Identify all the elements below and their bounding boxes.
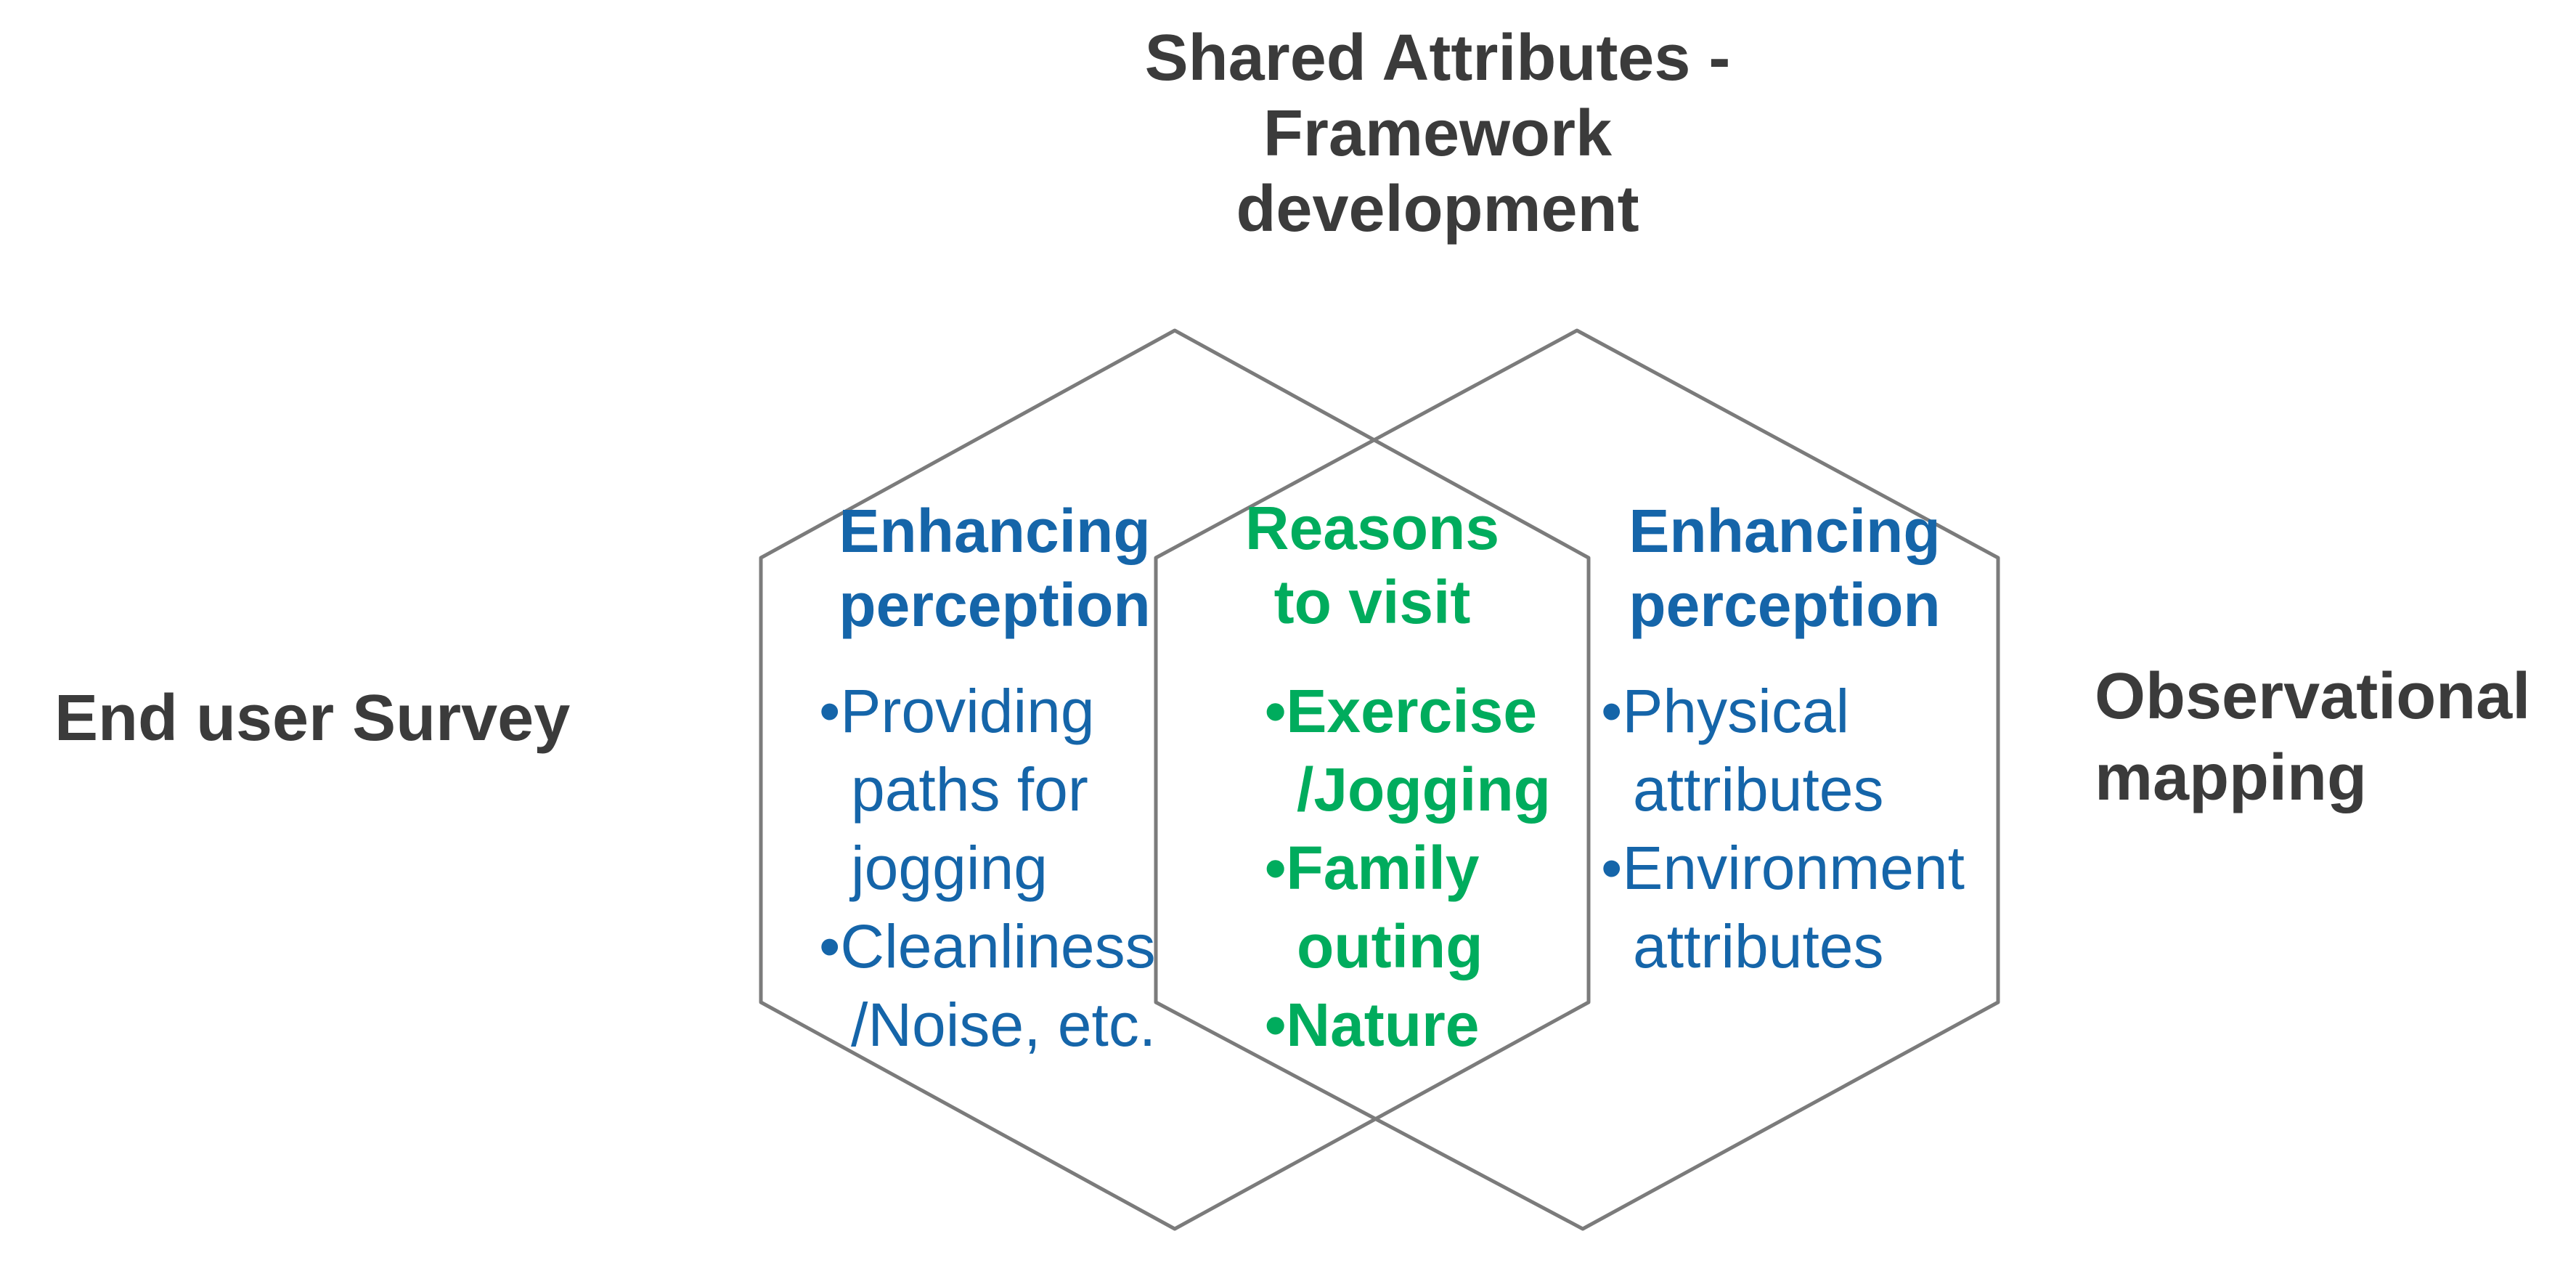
bullet-line: paths for [851, 755, 1088, 824]
bullet-line: •Environment [1601, 834, 1965, 902]
bullet-line: •Cleanliness [819, 912, 1156, 980]
heading-line: perception [1629, 571, 1941, 639]
right-region-heading: Enhancing perception [1596, 494, 1973, 642]
bullet-line: /Jogging [1297, 755, 1551, 824]
diagram-title: Shared Attributes - Framework developmen… [1002, 20, 1873, 247]
left-region-bullet-list: •Providing paths for jogging •Cleanlines… [819, 672, 1156, 1064]
right-region-bullet-list: •Physical attributes •Environment attrib… [1601, 672, 1965, 986]
right-hexagon-outline [1154, 328, 2000, 1231]
left-region-heading: Enhancing perception [806, 494, 1183, 642]
bullet-line: outing [1297, 912, 1483, 980]
left-hexagon-outline [759, 328, 1591, 1231]
bullet-line: attributes [1633, 755, 1884, 824]
right-label-line: mapping [2095, 742, 2367, 814]
title-line: Framework [1263, 97, 1613, 170]
title-line: development [1236, 173, 1639, 245]
heading-line: Reasons [1244, 494, 1500, 562]
bullet-line: •Nature [1265, 991, 1480, 1059]
overlap-region-heading: Reasons to visit [1205, 491, 1539, 639]
heading-line: Enhancing [1629, 497, 1941, 565]
heading-line: perception [839, 571, 1151, 639]
bullet-line: •Family [1265, 834, 1480, 902]
bullet-line: •Providing [819, 677, 1095, 745]
end-user-survey-label: End user Survey [54, 682, 571, 755]
bullet-line: /Noise, etc. [851, 991, 1157, 1059]
bullet-line: attributes [1633, 912, 1884, 980]
heading-line: to visit [1273, 568, 1471, 636]
right-label-line: Observational [2095, 660, 2531, 733]
bullet-line: •Physical [1601, 677, 1850, 745]
bullet-line: •Exercise [1265, 677, 1538, 745]
observational-mapping-label: Observational mapping [2095, 656, 2530, 819]
bullet-line: jogging [851, 834, 1048, 902]
overlap-region-bullet-list: •Exercise /Jogging •Family outing •Natur… [1265, 672, 1551, 1064]
heading-line: Enhancing [839, 497, 1151, 565]
title-line: Shared Attributes - [1144, 22, 1731, 94]
